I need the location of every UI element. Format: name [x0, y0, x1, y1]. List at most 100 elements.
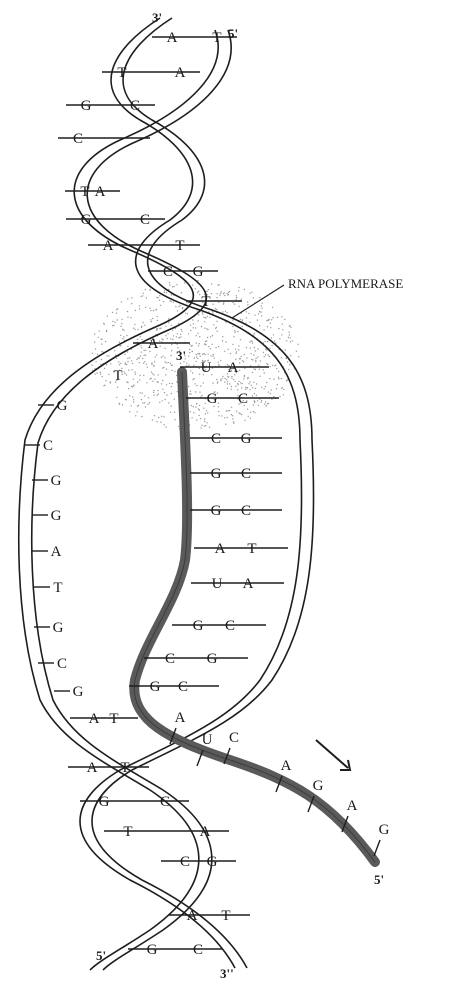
stipple-dot: [181, 331, 182, 332]
stipple-dot: [268, 354, 269, 355]
stipple-dot: [195, 288, 196, 289]
stipple-dot: [149, 402, 150, 403]
stipple-dot: [161, 416, 162, 417]
stipple-dot: [223, 303, 224, 304]
stipple-dot: [241, 414, 242, 415]
stipple-dot: [131, 369, 132, 370]
stipple-dot: [166, 362, 167, 363]
stipple-dot: [122, 404, 123, 405]
stipple-dot: [218, 364, 219, 365]
stipple-dot: [218, 284, 219, 285]
stipple-dot: [159, 300, 160, 301]
base-letter: A: [281, 758, 292, 774]
stipple-dot: [201, 395, 202, 396]
stipple-dot: [151, 321, 152, 322]
base-letter: C: [178, 679, 188, 695]
stipple-dot: [273, 396, 274, 397]
stipple-dot: [270, 366, 271, 367]
stipple-dot: [204, 328, 205, 329]
stipple-dot: [265, 401, 266, 402]
stipple-dot: [139, 305, 140, 306]
stipple-dot: [246, 317, 247, 318]
stipple-dot: [171, 301, 172, 302]
stipple-dot: [218, 346, 219, 347]
stipple-dot: [207, 337, 208, 338]
rna-3-prime-label: 3': [176, 348, 186, 363]
stipple-dot: [271, 337, 272, 338]
stipple-dot: [158, 297, 159, 298]
stipple-dot: [249, 389, 250, 390]
stipple-dot: [120, 326, 121, 327]
stipple-dot: [133, 385, 134, 386]
stipple-dot: [122, 329, 123, 330]
stipple-dot: [108, 374, 109, 375]
stipple-dot: [249, 322, 250, 323]
stipple-dot: [239, 370, 240, 371]
stipple-dot: [254, 315, 255, 316]
base-letter: C: [225, 618, 235, 634]
stipple-dot: [250, 412, 251, 413]
base-letter: G: [150, 679, 161, 695]
stipple-dot: [164, 292, 165, 293]
base-letter: A: [148, 336, 159, 352]
stipple-dot: [216, 297, 217, 298]
stipple-dot: [120, 363, 121, 364]
stipple-dot: [151, 364, 152, 365]
stipple-dot: [106, 331, 107, 332]
stipple-dot: [123, 336, 124, 337]
stipple-dot: [212, 304, 213, 305]
stipple-dot: [257, 356, 258, 357]
stipple-dot: [281, 316, 282, 317]
base-letter: G: [193, 618, 204, 634]
stipple-dot: [212, 382, 213, 383]
stipple-dot: [259, 297, 260, 298]
stipple-dot: [251, 292, 252, 293]
stipple-dot: [157, 390, 158, 391]
stipple-dot: [127, 382, 128, 383]
stipple-dot: [177, 310, 178, 311]
stipple-dot: [209, 427, 210, 428]
stipple-dot: [250, 418, 251, 419]
base-letter: C: [73, 131, 83, 147]
stipple-dot: [186, 302, 187, 303]
stipple-dot: [147, 366, 148, 367]
stipple-dot: [170, 338, 171, 339]
stipple-dot: [234, 381, 235, 382]
stipple-dot: [169, 284, 170, 285]
base-letter: G: [207, 854, 218, 870]
base-letter: A: [51, 544, 62, 560]
stipple-dot: [190, 370, 191, 371]
stipple-dot: [182, 308, 183, 309]
stipple-dot: [234, 304, 235, 305]
stipple-dot: [235, 386, 236, 387]
stipple-dot: [206, 340, 207, 341]
stipple-dot: [145, 355, 146, 356]
stipple-dot: [114, 350, 115, 351]
stipple-dot: [204, 321, 205, 322]
stipple-dot: [218, 403, 219, 404]
stipple-dot: [237, 331, 238, 332]
stipple-dot: [288, 332, 289, 333]
stipple-dot: [206, 422, 207, 423]
stipple-dot: [194, 383, 195, 384]
stipple-dot: [179, 337, 180, 338]
base-letter: G: [99, 794, 110, 810]
stipple-dot: [198, 314, 199, 315]
stipple-dot: [220, 360, 221, 361]
stipple-dot: [158, 417, 159, 418]
stipple-dot: [262, 308, 263, 309]
stipple-dot: [282, 323, 283, 324]
stipple-dot: [236, 295, 237, 296]
stipple-dot: [176, 284, 177, 285]
stipple-dot: [156, 329, 157, 330]
stipple-dot: [159, 340, 160, 341]
stipple-dot: [248, 416, 249, 417]
stipple-dot: [259, 369, 260, 370]
stipple-dot: [170, 412, 171, 413]
stipple-dot: [242, 360, 243, 361]
base-letter: G: [53, 620, 64, 636]
stipple-dot: [126, 364, 127, 365]
stipple-dot: [222, 340, 223, 341]
stipple-dot: [278, 371, 279, 372]
